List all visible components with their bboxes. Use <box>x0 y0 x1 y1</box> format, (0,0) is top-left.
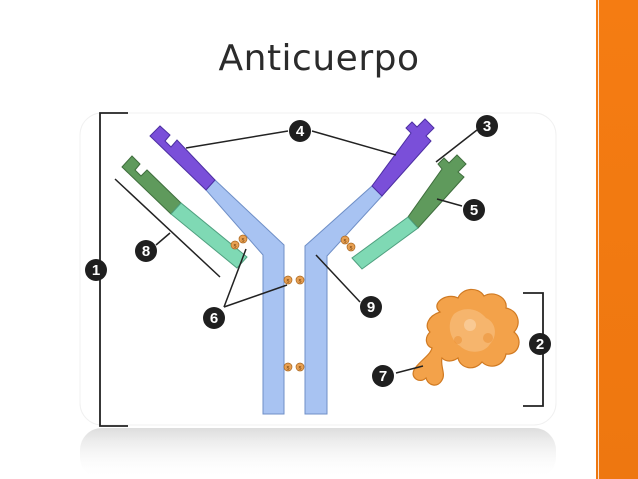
disulfide-s: s <box>234 244 237 250</box>
callout-3: 3 <box>476 115 498 137</box>
accent-stripe <box>598 0 599 479</box>
antigen <box>412 288 520 386</box>
leader-7 <box>395 365 424 374</box>
leader-4-left <box>185 130 289 149</box>
svg-text:5: 5 <box>470 202 478 219</box>
callout-4: 4 <box>289 120 311 142</box>
disulfide-s: s <box>242 238 245 244</box>
light-variable-right <box>407 154 467 229</box>
leader-4-right <box>311 130 397 156</box>
disulfide-s: s <box>287 279 290 285</box>
disulfide-left-arm: s s <box>230 234 248 250</box>
svg-text:7: 7 <box>379 368 387 385</box>
svg-text:1: 1 <box>92 262 100 279</box>
light-constant-right <box>351 216 419 270</box>
panel-reflection <box>80 428 556 479</box>
accent-bar <box>596 0 638 479</box>
callouts: 1 2 3 4 5 6 7 8 9 <box>85 115 551 387</box>
svg-text:6: 6 <box>210 310 218 327</box>
callout-5: 5 <box>463 199 485 221</box>
disulfide-s: s <box>344 239 347 245</box>
callout-1: 1 <box>85 259 107 281</box>
heavy-variable-right <box>371 118 435 197</box>
leader-9 <box>315 254 361 303</box>
disulfide-s: s <box>299 279 302 285</box>
callout-2: 2 <box>529 333 551 355</box>
svg-text:3: 3 <box>483 118 491 135</box>
disulfide-s: s <box>350 246 353 252</box>
disulfide-s: s <box>299 366 302 372</box>
disulfide-hinge: s s <box>283 275 305 285</box>
callout-9: 9 <box>360 296 382 318</box>
callout-7: 7 <box>372 365 394 387</box>
svg-text:4: 4 <box>296 123 305 140</box>
svg-text:2: 2 <box>536 336 544 353</box>
callout-8: 8 <box>135 240 157 262</box>
svg-text:8: 8 <box>142 243 150 260</box>
leader-lines <box>114 129 478 374</box>
disulfide-bonds: s s s s s s s s <box>230 234 356 372</box>
leader-6-upper <box>223 248 247 308</box>
disulfide-right-arm: s s <box>340 235 356 252</box>
callout-6: 6 <box>203 307 225 329</box>
leader-8-left-chain <box>114 178 221 278</box>
heavy-variable-left <box>149 125 216 191</box>
svg-text:9: 9 <box>367 299 375 316</box>
disulfide-stem: s s <box>283 362 305 372</box>
light-constant-left <box>170 202 248 269</box>
disulfide-s: s <box>287 366 290 372</box>
leader-3 <box>435 129 478 163</box>
leader-8 <box>155 232 171 246</box>
leader-6-lower <box>223 284 288 308</box>
leader-5 <box>436 198 463 207</box>
slide-title: Anticuerpo <box>218 38 420 79</box>
